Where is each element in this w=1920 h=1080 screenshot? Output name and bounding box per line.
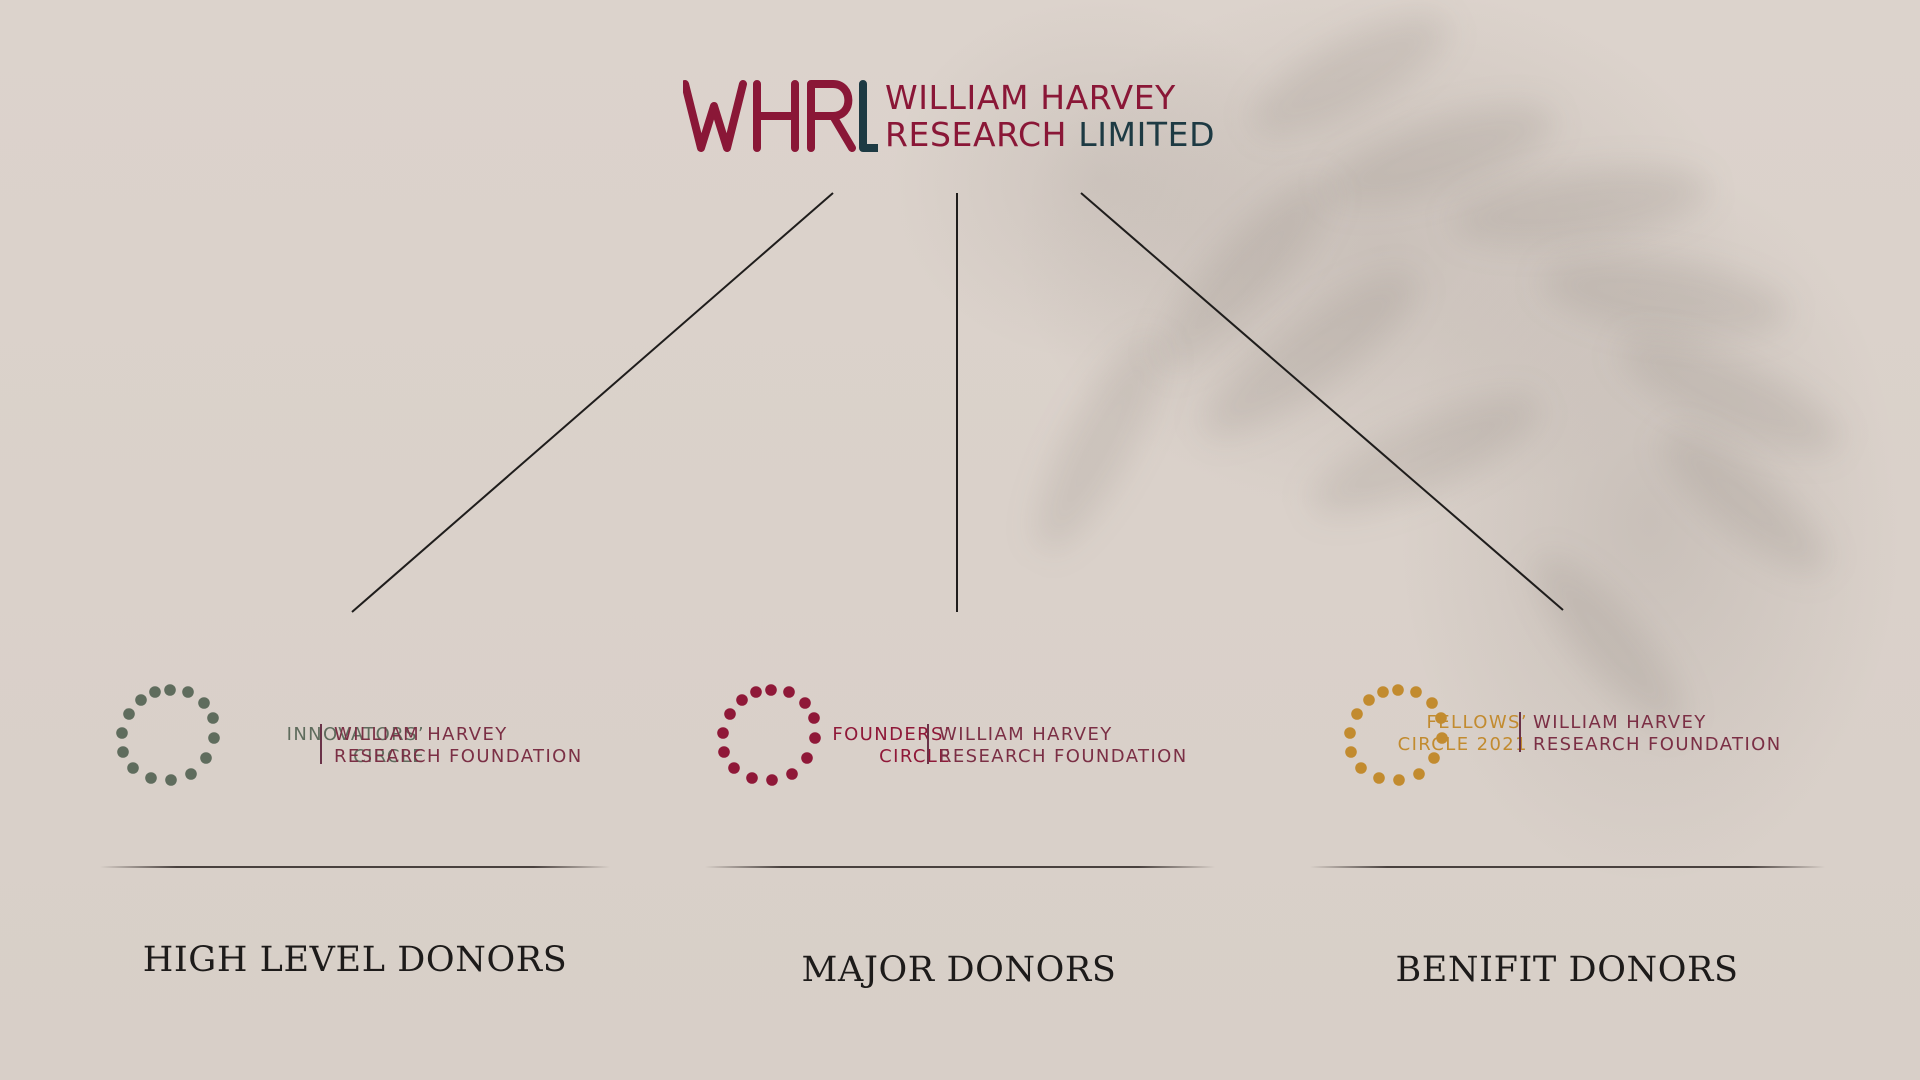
logo-line-2-part-2: LIMITED <box>1078 115 1216 154</box>
circle-label-line-2: CIRCLE 2021 <box>1397 734 1528 755</box>
foundation-line-2: RESEARCH FOUNDATION <box>1533 734 1782 755</box>
logo-line-2: RESEARCH LIMITED <box>885 116 1215 153</box>
founders-circle-emblem: FOUNDERS’ CIRCLE WILLIAM HARVEY RESEARCH… <box>716 682 1276 792</box>
logo-line-2-part-1: RESEARCH <box>885 115 1068 154</box>
founders-dot-ring-icon <box>717 684 821 786</box>
whrl-wordmark: WILLIAM HARVEY RESEARCH LIMITED <box>885 79 1215 153</box>
foundation-line-2: RESEARCH FOUNDATION <box>334 746 583 767</box>
foundation-line-1: WILLIAM HARVEY <box>334 724 508 745</box>
whrl-logo: WILLIAM HARVEY RESEARCH LIMITED <box>683 76 1243 166</box>
circle-label: FOUNDERS’ CIRCLE <box>751 724 951 768</box>
innovators-circle-emblem: INNOVATORS’ CIRCLE WILLIAM HARVEY RESEAR… <box>115 682 675 792</box>
foundation-text: WILLIAM HARVEY RESEARCH FOUNDATION <box>939 724 1188 768</box>
foundation-line-2: RESEARCH FOUNDATION <box>939 746 1188 767</box>
emblem-divider <box>320 724 322 764</box>
fellows-circle-emblem: FELLOWS’ CIRCLE 2021 WILLIAM HARVEY RESE… <box>1343 682 1903 792</box>
donor-tier-title: HIGH LEVEL DONORS <box>142 940 568 980</box>
circle-label-line-2: CIRCLE <box>353 746 425 767</box>
innovators-dot-ring-icon <box>116 684 220 786</box>
section-divider-center <box>705 866 1215 868</box>
whrl-monogram <box>683 80 878 152</box>
circle-label-line-1: FELLOWS’ <box>1426 712 1528 733</box>
fellows-dot-ring-icon <box>1344 684 1448 786</box>
logo-line-1: WILLIAM HARVEY <box>885 78 1176 117</box>
foundation-text: WILLIAM HARVEY RESEARCH FOUNDATION <box>334 724 583 768</box>
section-divider-right <box>1310 866 1825 868</box>
donor-tier-title: MAJOR DONORS <box>801 950 1117 990</box>
emblem-divider <box>927 724 929 764</box>
circle-label-line-2: CIRCLE <box>879 746 951 767</box>
section-divider-left <box>100 866 610 868</box>
foundation-text: WILLIAM HARVEY RESEARCH FOUNDATION <box>1533 712 1782 756</box>
foundation-line-1: WILLIAM HARVEY <box>939 724 1113 745</box>
emblem-divider <box>1519 712 1521 752</box>
donor-tier-title: BENIFIT DONORS <box>1395 950 1739 990</box>
circle-label-line-1: FOUNDERS’ <box>832 724 951 745</box>
foundation-line-1: WILLIAM HARVEY <box>1533 712 1707 733</box>
circle-label: FELLOWS’ CIRCLE 2021 <box>1363 712 1528 756</box>
